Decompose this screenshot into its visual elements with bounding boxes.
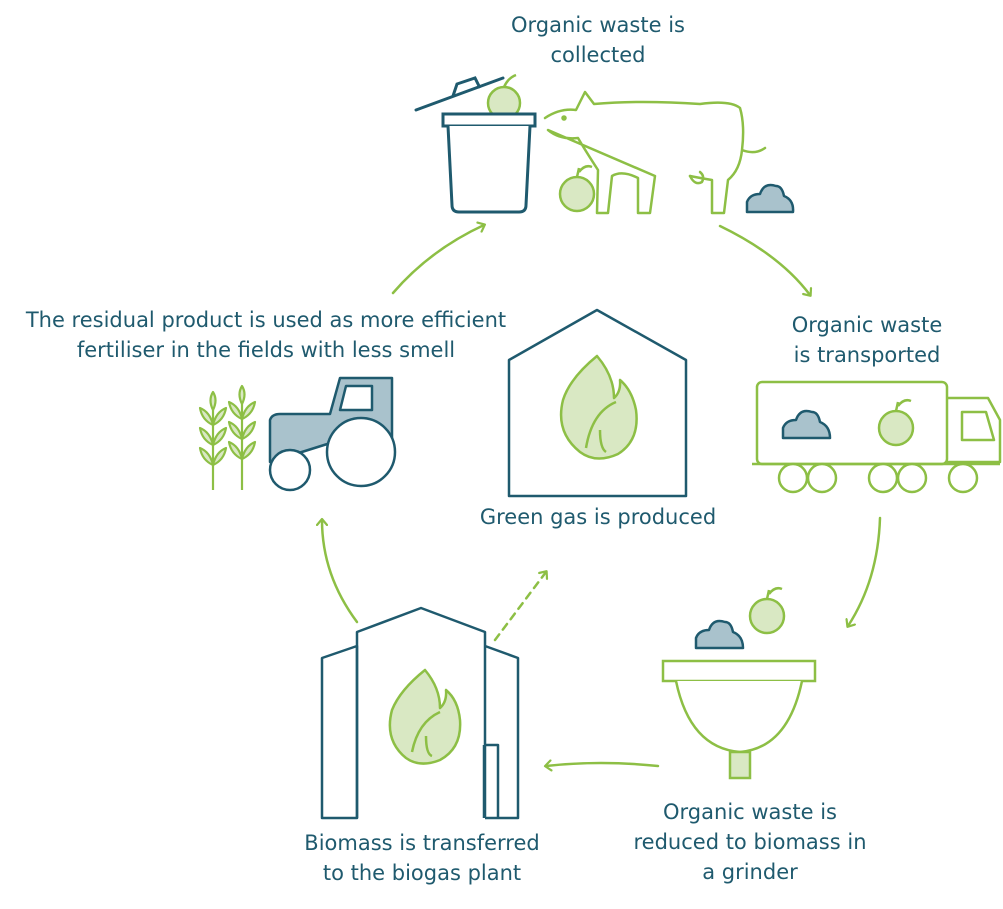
green-gas-house-icon — [507, 308, 688, 498]
trash-bin-icon — [414, 73, 537, 214]
tractor-icon — [268, 376, 397, 492]
step-label-transferred: Biomass is transferred to the biogas pla… — [304, 831, 540, 885]
apple-icon — [558, 164, 596, 213]
cycle-arrows — [322, 224, 882, 766]
arrow-to-collection — [391, 225, 484, 295]
arrow-to-grinder — [848, 516, 882, 626]
arrow-to-transport — [718, 224, 810, 295]
biogas-plant-icon — [320, 606, 520, 820]
step-label-collected: Organic waste is collected — [511, 13, 685, 67]
step-label-transported: Organic waste is transported — [791, 313, 943, 367]
arrow-to-tractor — [322, 520, 359, 624]
step-label-residual: The residual product is used as more eff… — [25, 308, 507, 362]
grinder-icon — [661, 586, 817, 780]
step-label-grinder: Organic waste is reduced to biomass in a… — [633, 800, 867, 884]
step-label-green-gas: Green gas is produced — [479, 505, 717, 529]
arrow-to-plant — [546, 763, 660, 766]
wheat-icon — [198, 384, 257, 490]
arrow-gas-dashed — [493, 572, 546, 642]
manure-icon — [745, 183, 795, 214]
truck-icon — [752, 380, 1002, 494]
cow-icon — [543, 90, 767, 215]
